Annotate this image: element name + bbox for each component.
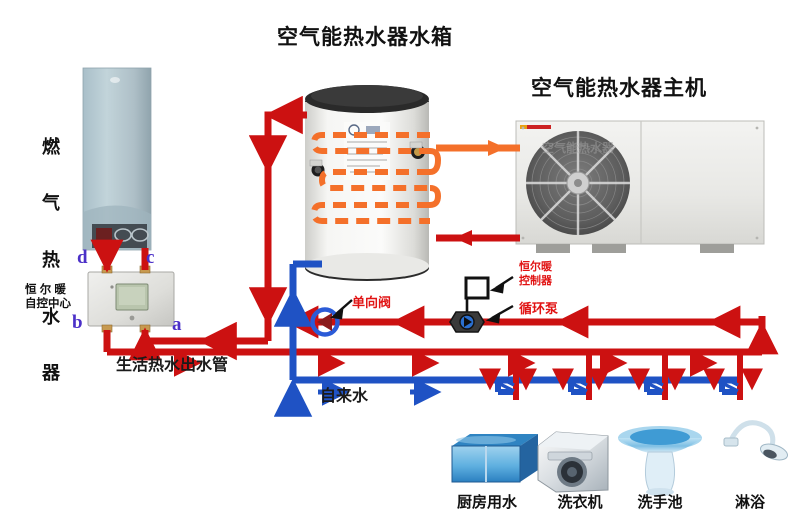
tank-title: 空气能热水器水箱 bbox=[277, 26, 453, 49]
label-pointer-arrows bbox=[329, 275, 514, 324]
gas-heater-char-1: 气 bbox=[42, 193, 60, 214]
check-valve-symbol[interactable] bbox=[310, 307, 340, 337]
gas-water-heater-label: 燃 气 热 水 器 bbox=[40, 100, 62, 421]
fixture-label-washing-machine: 洗衣机 bbox=[557, 494, 603, 511]
washing-machine-icon bbox=[537, 431, 609, 493]
check-valve-label: 单向阀 bbox=[352, 295, 392, 310]
controller-box-symbol[interactable] bbox=[464, 276, 490, 300]
gas-heater-char-3: 水 bbox=[42, 306, 60, 327]
circulation-pump-label: 循环泵 bbox=[519, 301, 559, 316]
control-center-label-line1: 恒 尔 暖 bbox=[25, 284, 66, 296]
fixture-label-kitchen: 厨房用水 bbox=[456, 494, 517, 511]
control-center-label-line2: 自控中心 bbox=[25, 298, 71, 310]
hot-water-supply-label: 生活热水出水管 bbox=[116, 357, 229, 374]
hengernuan-control-center-box[interactable] bbox=[87, 265, 175, 333]
controller-label-line2: 控制器 bbox=[519, 275, 552, 287]
air-source-heat-pump-unit: 空气能热水器 bbox=[515, 120, 765, 253]
shower-head-icon bbox=[723, 420, 788, 461]
tank-heat-exchanger-coil bbox=[310, 132, 430, 224]
heatpump-title: 空气能热水器主机 bbox=[531, 77, 707, 100]
fixture-connections bbox=[479, 352, 763, 440]
port-label-d: d bbox=[77, 247, 88, 268]
controller-label-line1: 恒尔暖 bbox=[519, 261, 552, 273]
gas-water-heater-unit bbox=[82, 67, 152, 251]
wash-basin-icon bbox=[618, 426, 702, 496]
port-label-c: c bbox=[146, 247, 155, 268]
port-label-b: b bbox=[72, 312, 83, 333]
fixture-label-wash-basin: 洗手池 bbox=[637, 494, 683, 511]
gas-heater-char-4: 器 bbox=[42, 363, 60, 384]
flow-arrows bbox=[90, 95, 779, 417]
port-label-a: a bbox=[172, 314, 182, 335]
gas-heater-char-2: 热 bbox=[42, 250, 60, 271]
kitchen-sink-icon bbox=[451, 434, 538, 483]
air-source-water-tank bbox=[305, 85, 442, 281]
cold-water-supply-label: 自来水 bbox=[320, 388, 369, 405]
circulation-pump-symbol[interactable] bbox=[444, 298, 492, 333]
gas-heater-char-0: 燃 bbox=[42, 136, 60, 157]
svg-text:空气能热水器: 空气能热水器 bbox=[542, 140, 615, 155]
fixture-label-shower: 淋浴 bbox=[734, 494, 765, 511]
